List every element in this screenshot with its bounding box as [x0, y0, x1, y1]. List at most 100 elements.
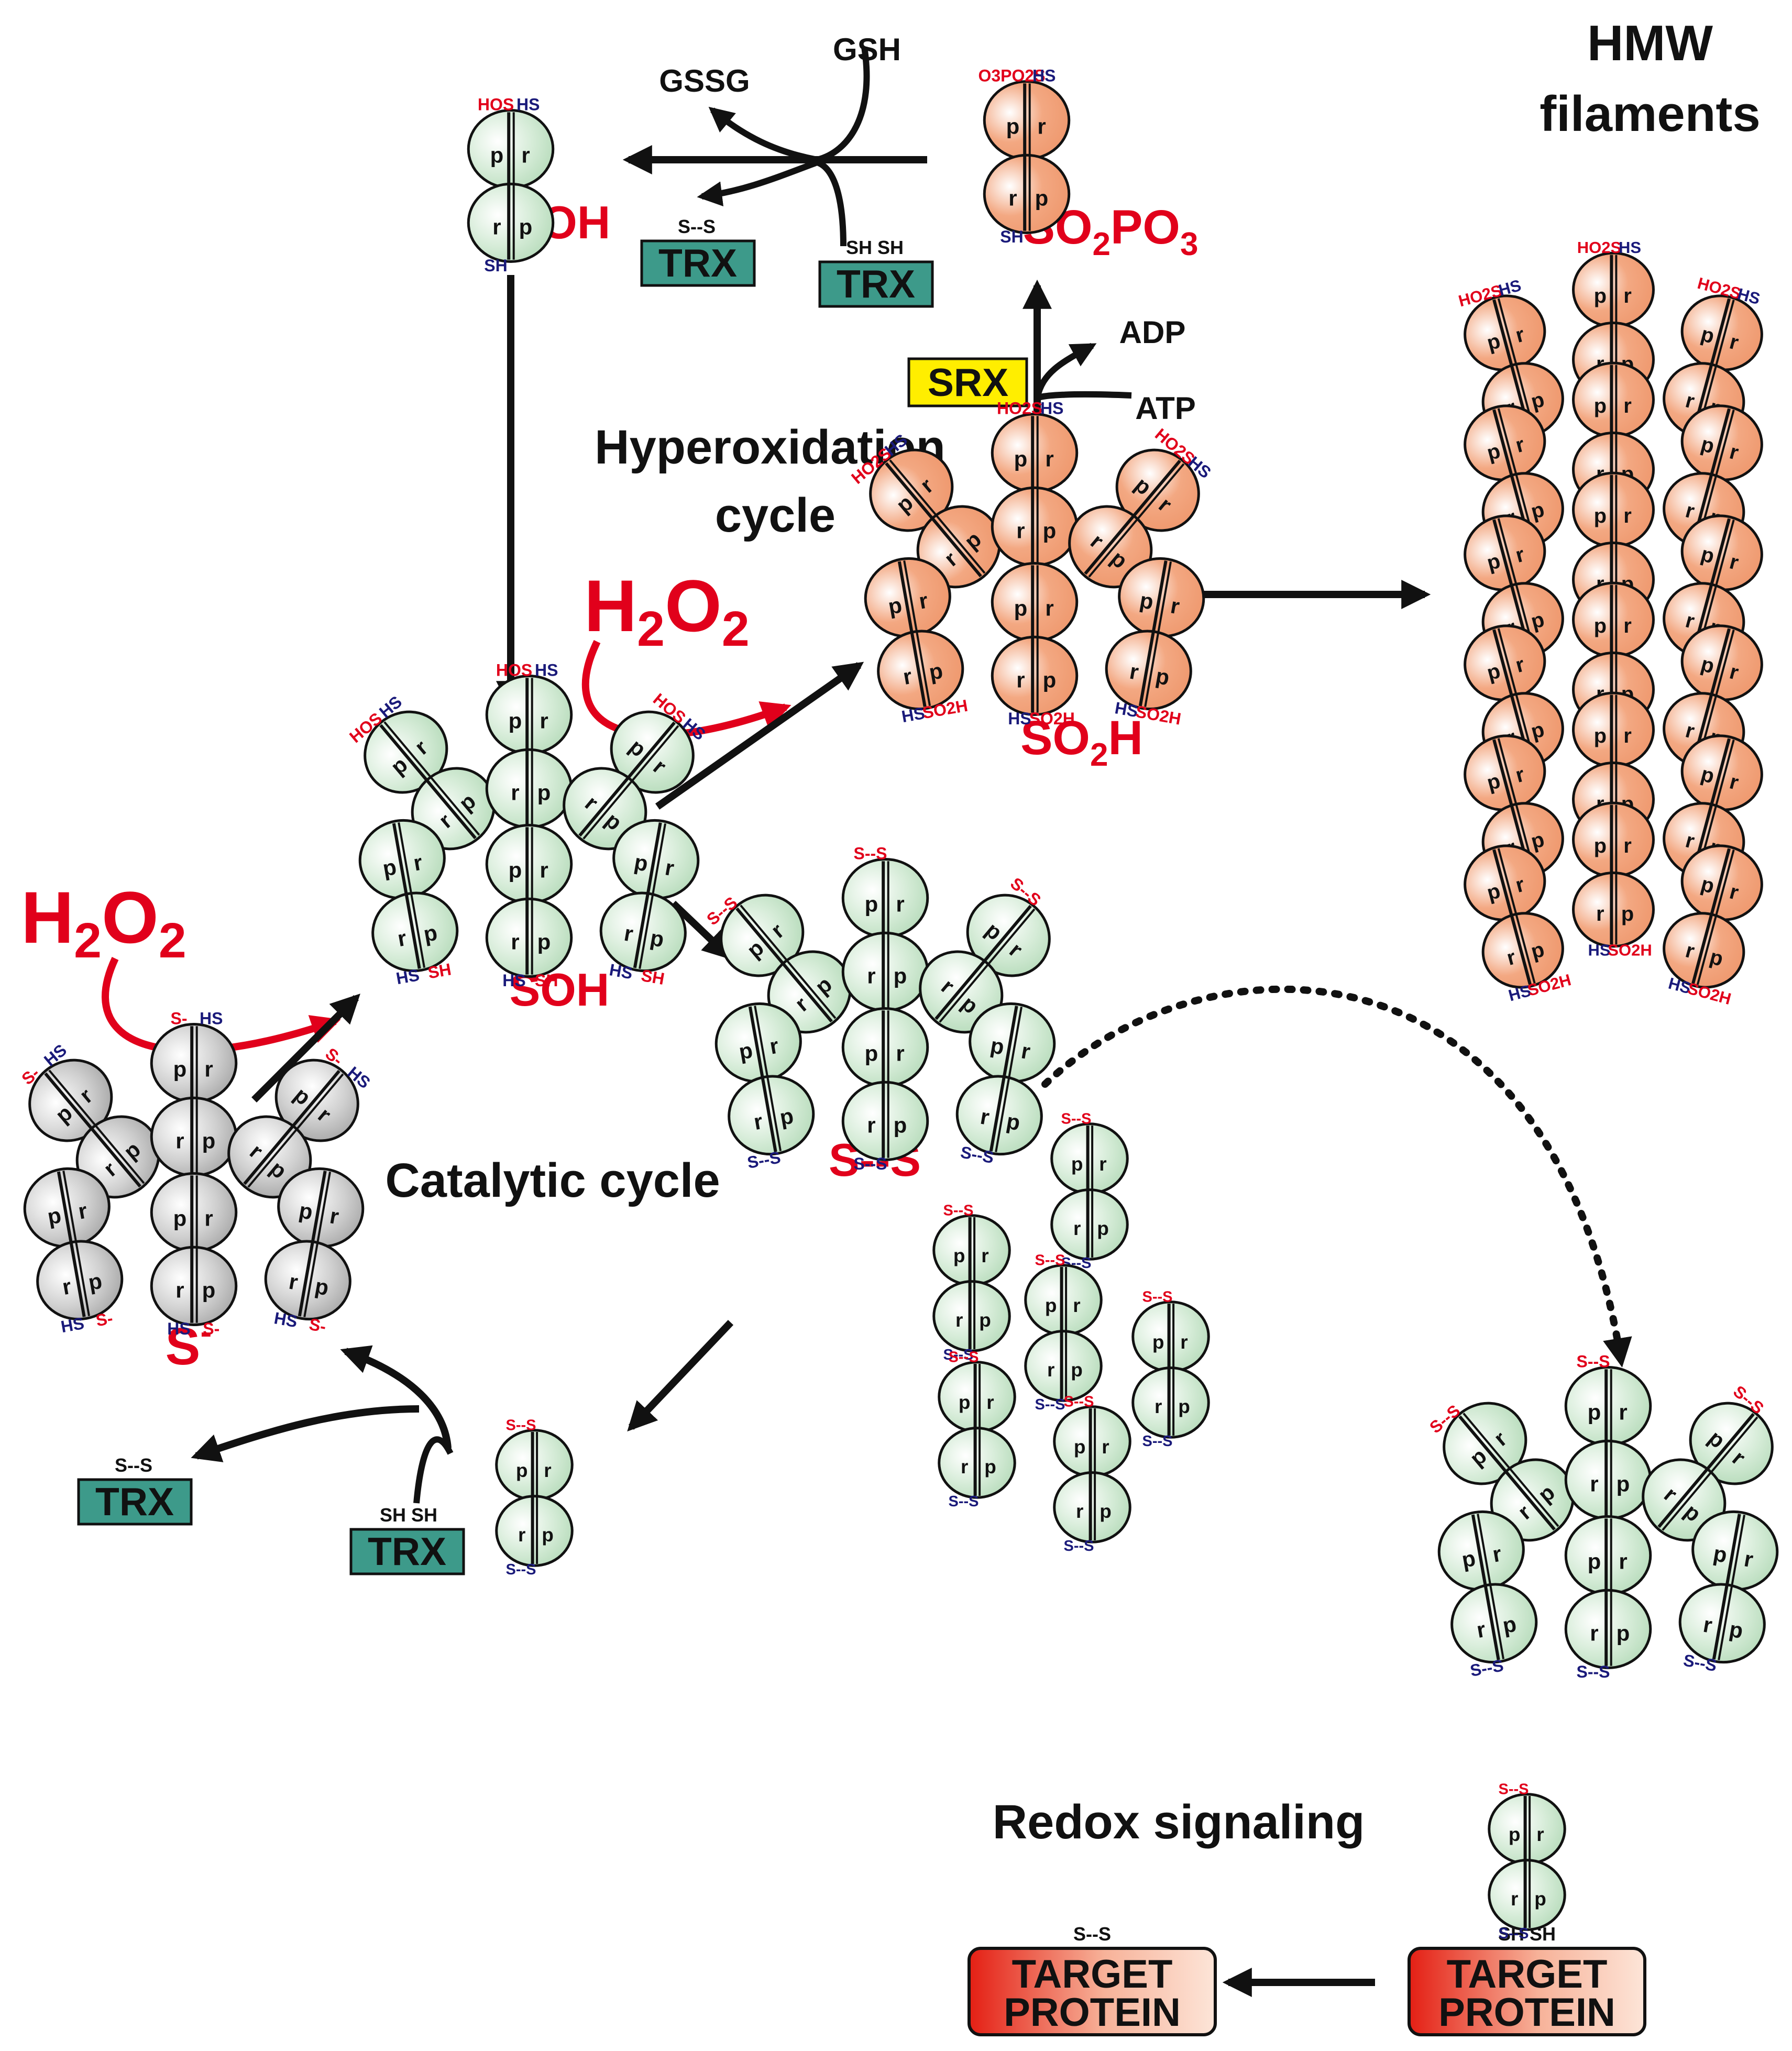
atp-label: ATP	[1135, 391, 1196, 426]
trx-tag: SH SH	[846, 237, 904, 258]
prx-subunit	[1564, 1589, 1652, 1669]
prx-subunit	[1678, 1583, 1766, 1664]
residue-label: SH	[484, 256, 507, 275]
target-label-line1: TARGET	[1447, 1952, 1608, 1997]
subunit-p-label: p	[1006, 114, 1020, 139]
subunit-p-label: p	[1588, 1400, 1601, 1425]
subunit-p-label: p	[1071, 1359, 1083, 1381]
prx-interface	[1696, 850, 1735, 985]
prx-subunit	[1572, 691, 1655, 768]
prx-subunit	[1488, 1859, 1566, 1931]
residue-label: S--S	[1064, 1394, 1094, 1410]
subunit-p-label: p	[1594, 834, 1607, 857]
subunit-r-label: r	[1590, 1621, 1598, 1646]
prx-interface	[1718, 1514, 1746, 1660]
prx-subunit	[1572, 471, 1655, 548]
gsh-input-curve	[816, 47, 870, 163]
prx-interface	[1084, 459, 1181, 575]
subunit-r-label: r	[511, 780, 519, 805]
residue-label: HS	[1008, 709, 1031, 728]
prx-subunit	[1053, 1471, 1131, 1543]
subunit-r-label: r	[511, 930, 519, 954]
subunit-p-label: p	[509, 709, 522, 733]
prx-subunit	[495, 1429, 574, 1501]
prx-subunit	[841, 1007, 929, 1088]
arrow-to-hyperoxidized	[655, 661, 864, 810]
subunit-p-label: p	[1014, 447, 1028, 471]
residue-label: S-	[203, 1319, 219, 1338]
subunit-p-label: p	[894, 964, 907, 988]
arrow-thiolate-to-soh	[251, 994, 360, 1102]
target-label-line2: PROTEIN	[1004, 1990, 1181, 2035]
prx-interface	[889, 459, 986, 574]
subunit-r-label: r	[1623, 284, 1632, 307]
prx-subunit	[485, 748, 573, 829]
residue-label: SO2H	[1029, 709, 1075, 728]
prx-interface	[939, 908, 1036, 1023]
prx-subunit	[1488, 1793, 1566, 1865]
subunit-p-label: p	[519, 215, 533, 239]
residue-label: HS	[1114, 698, 1140, 721]
prx-subunit	[955, 1075, 1043, 1156]
residue-label: SO2H	[1608, 941, 1652, 959]
subunit-p-label: p	[959, 1392, 971, 1413]
prx-subunit	[991, 486, 1079, 567]
species-so2po3: SO2PO3	[1023, 201, 1199, 262]
residue-label: S--S	[854, 1154, 887, 1173]
gsh-label: GSH	[833, 32, 901, 67]
subunit-r-label: r	[867, 1113, 875, 1138]
residue-label: SH	[1000, 227, 1023, 246]
trx-label: TRX	[368, 1529, 446, 1573]
trx-tag: S--S	[115, 1454, 152, 1476]
subunit-p-label: p	[1043, 668, 1057, 692]
subunit-r-label: r	[175, 1278, 184, 1303]
prx-subunit	[1050, 1122, 1129, 1195]
prx-subunit	[932, 1280, 1011, 1352]
h2o2-arrow-left	[102, 957, 341, 1054]
residue-label: S--S	[506, 1561, 536, 1578]
prx-subunit	[1572, 801, 1655, 878]
prx-subunit	[36, 1240, 124, 1321]
prx-interface	[1088, 463, 1185, 578]
gssg-output-arrow	[708, 106, 818, 163]
subunit-r-label: r	[1099, 1153, 1106, 1175]
subunit-r-label: r	[1180, 1331, 1188, 1353]
subunit-r-label: r	[1623, 394, 1632, 417]
subunit-r-label: r	[1155, 1396, 1162, 1417]
subunit-p-label: p	[1594, 614, 1607, 637]
subunit-r-label: r	[521, 143, 530, 168]
subunit-r-label: r	[1623, 504, 1632, 527]
prx-subunit	[1481, 912, 1564, 989]
trx-box	[77, 1478, 193, 1526]
trx-oxidized-output-arrow	[697, 159, 819, 207]
residue-label: O3PO2S	[978, 67, 1045, 85]
prx-subunit	[1131, 1366, 1210, 1439]
species-so2h: SO2H	[1020, 711, 1143, 773]
target-tag: S--S	[1073, 1923, 1111, 1945]
prx-subunit	[150, 1172, 238, 1253]
subunit-r-label: r	[981, 1245, 988, 1266]
prx-interface	[740, 905, 837, 1019]
residue-label: S--S	[1499, 1925, 1529, 1942]
prx-interface	[1657, 1413, 1755, 1528]
subunit-r-label: r	[1037, 114, 1046, 139]
prx-interface	[398, 822, 426, 968]
prx-interface	[383, 721, 480, 836]
atp-input-curve	[1036, 391, 1132, 401]
trx-box-reduced-top: SH SH TRX	[818, 237, 934, 308]
residue-label: HS	[608, 960, 634, 983]
hmw-label-line1: HMW	[1587, 15, 1713, 71]
subunit-p-label: p	[1152, 1331, 1164, 1353]
subunit-p-label: p	[1043, 519, 1057, 543]
subunit-r-label: r	[175, 1129, 184, 1153]
prx-interface	[1497, 848, 1536, 984]
